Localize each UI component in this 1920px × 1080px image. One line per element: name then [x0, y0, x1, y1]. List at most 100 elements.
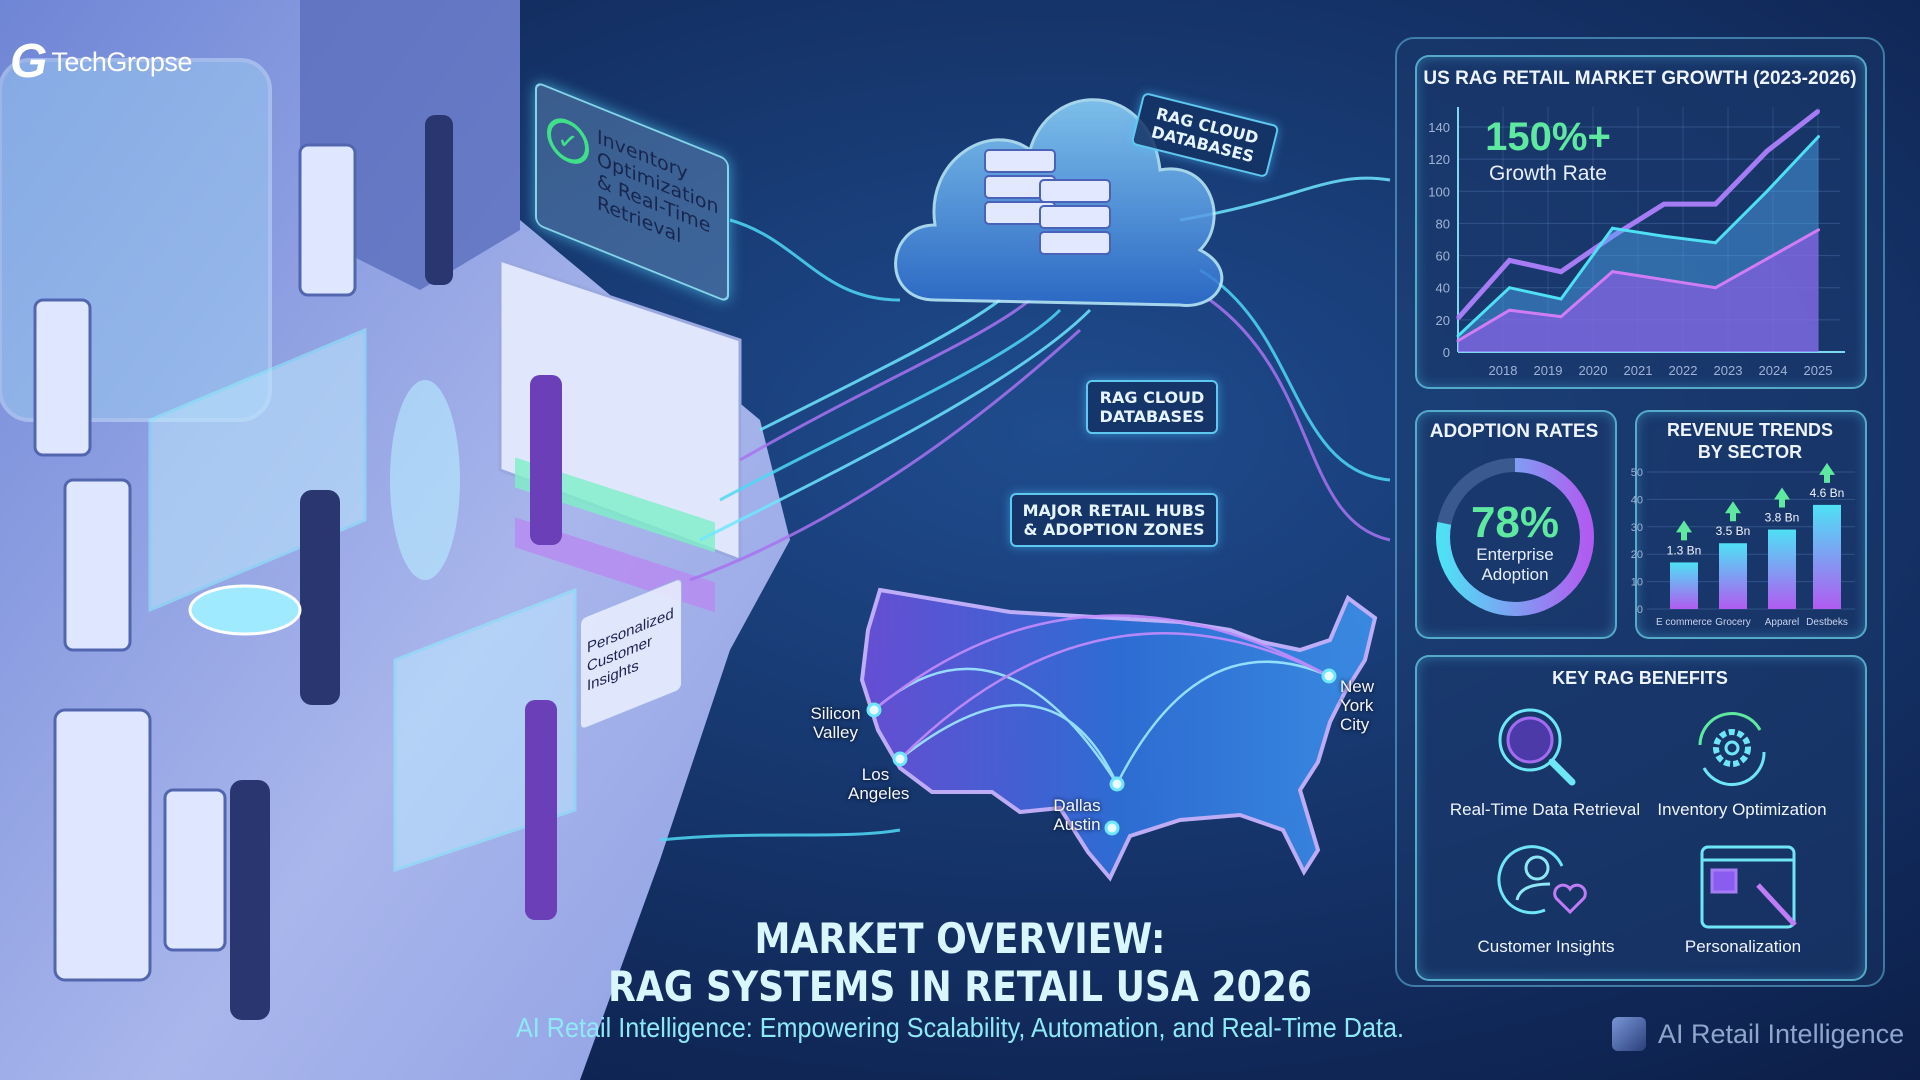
y-tick-label: 60	[1436, 249, 1450, 264]
data-point	[1456, 334, 1460, 338]
x-tick-label: Grocery	[1715, 617, 1751, 628]
y-tick-label: 80	[1436, 216, 1450, 231]
person	[300, 490, 340, 705]
city-label-new-york: New York City	[1340, 677, 1375, 734]
adoption-value: 78%	[1471, 498, 1559, 547]
adoption-caption-1: Enterprise	[1476, 545, 1553, 564]
techgropse-logo[interactable]: G TechGropse	[10, 38, 192, 86]
kiosk	[53, 708, 152, 982]
connection-arc	[1115, 660, 1330, 785]
data-cable	[1199, 268, 1391, 482]
up-arrow-icon	[1774, 487, 1790, 508]
data-point	[1662, 234, 1666, 238]
bar	[1813, 504, 1841, 609]
gear-cycle-icon	[1698, 712, 1766, 786]
data-point	[1611, 226, 1614, 230]
data-point	[1611, 270, 1614, 274]
x-tick-label: 2023	[1714, 363, 1743, 378]
page-subtitle: AI Retail Intelligence: Empowering Scala…	[515, 1012, 1405, 1043]
x-tick-label: E commerce	[1656, 617, 1713, 628]
y-tick-label: 120	[1428, 152, 1450, 167]
x-tick-label: 2018	[1489, 363, 1518, 378]
data-point	[1456, 339, 1460, 343]
kiosk	[63, 478, 132, 652]
data-point	[1765, 257, 1769, 261]
data-point	[1508, 308, 1511, 312]
holo-pedestal	[188, 584, 302, 636]
footer-brand: AI Retail Intelligence	[1612, 1017, 1904, 1051]
data-cable	[719, 308, 1062, 502]
up-arrow-icon	[1725, 501, 1741, 522]
data-cable	[1179, 176, 1391, 222]
city-marker	[1109, 776, 1125, 792]
title-line-1: MARKET OVERVIEW:	[754, 914, 1166, 963]
brain-magnifier-icon	[1498, 708, 1576, 786]
bar-data-label: 3.5 Bn	[1716, 524, 1751, 538]
retail-hubs-label: MAJOR RETAIL HUBS & ADOPTION ZONES	[1010, 493, 1218, 547]
x-tick-label: 2024	[1759, 363, 1788, 378]
benefits-title: KEY RAG BENEFITS	[1552, 668, 1728, 688]
person	[230, 780, 270, 1020]
up-arrow-icon	[1819, 462, 1835, 483]
robot-hologram	[390, 380, 460, 580]
kiosk	[33, 298, 92, 457]
growth-rate-value: 150%+	[1485, 115, 1611, 159]
logo-mark: G	[10, 35, 48, 88]
city-label-dallas-austin: Dallas Austin	[1053, 796, 1101, 834]
connection-arc	[899, 632, 1330, 760]
connection-arc	[873, 614, 1330, 711]
bar-data-label: 1.3 Bn	[1667, 543, 1702, 557]
y-tick-label: 30	[1631, 522, 1643, 534]
growth-chart-title: US RAG RETAIL MARKET GROWTH (2023-2026)	[1423, 68, 1856, 89]
city-label-los-angeles: Los Angeles	[848, 765, 910, 803]
up-arrow-icon	[1676, 520, 1692, 541]
growth-rate-label: Growth Rate	[1489, 162, 1607, 185]
data-point	[1817, 135, 1820, 139]
y-tick-label: 0	[1637, 604, 1643, 616]
benefit-label-inventory: Inventory Optimization	[1657, 800, 1826, 819]
data-point	[1662, 202, 1666, 206]
data-cable	[739, 298, 1031, 462]
city-marker	[892, 751, 908, 767]
data-point	[1714, 202, 1717, 206]
logo-text: TechGropse	[51, 46, 192, 77]
data-point	[1714, 286, 1717, 290]
y-tick-label: 140	[1428, 120, 1450, 135]
magic-wand-window-icon	[1700, 845, 1797, 929]
x-tick-label: Apparel	[1765, 617, 1799, 628]
city-label-silicon-valley: Silicon Valley	[810, 704, 861, 742]
benefit-label-personalization: Personalization	[1685, 937, 1801, 956]
bar-data-label: 4.6 Bn	[1810, 486, 1845, 500]
bar	[1670, 562, 1698, 609]
y-tick-label: 0	[1443, 345, 1450, 360]
adoption-caption-2: Adoption	[1481, 565, 1548, 584]
city-marker	[1321, 668, 1337, 684]
data-point	[1817, 109, 1820, 113]
person	[530, 375, 562, 545]
city-marker	[1104, 820, 1120, 836]
page-title: MARKET OVERVIEW: RAG SYSTEMS IN RETAIL U…	[134, 915, 1785, 1011]
data-point	[1559, 270, 1563, 274]
y-tick-label: 20	[1631, 549, 1643, 561]
user-heart-icon	[1497, 845, 1587, 915]
revenue-title-line2: BY SECTOR	[1698, 442, 1802, 462]
data-point	[1508, 258, 1511, 262]
bar	[1719, 543, 1747, 609]
data-cable	[1209, 298, 1391, 542]
data-cable	[699, 308, 1092, 542]
data-point	[1611, 234, 1614, 238]
data-point	[1817, 228, 1820, 232]
data-cable	[659, 828, 901, 842]
series-line	[1456, 108, 1821, 320]
data-point	[1456, 316, 1460, 320]
bar-data-label: 3.8 Bn	[1765, 511, 1800, 525]
revenue-title-line1: REVENUE TRENDS	[1667, 420, 1833, 440]
data-point	[1765, 149, 1769, 153]
y-tick-label: 10	[1631, 577, 1643, 589]
benefit-label-real-time: Real-Time Data Retrieval	[1450, 800, 1640, 819]
adoption-title: ADOPTION RATES	[1430, 421, 1599, 442]
series-area	[1458, 229, 1819, 352]
y-tick-label: 50	[1631, 467, 1643, 479]
ai-retail-logo-icon	[1612, 1017, 1646, 1051]
